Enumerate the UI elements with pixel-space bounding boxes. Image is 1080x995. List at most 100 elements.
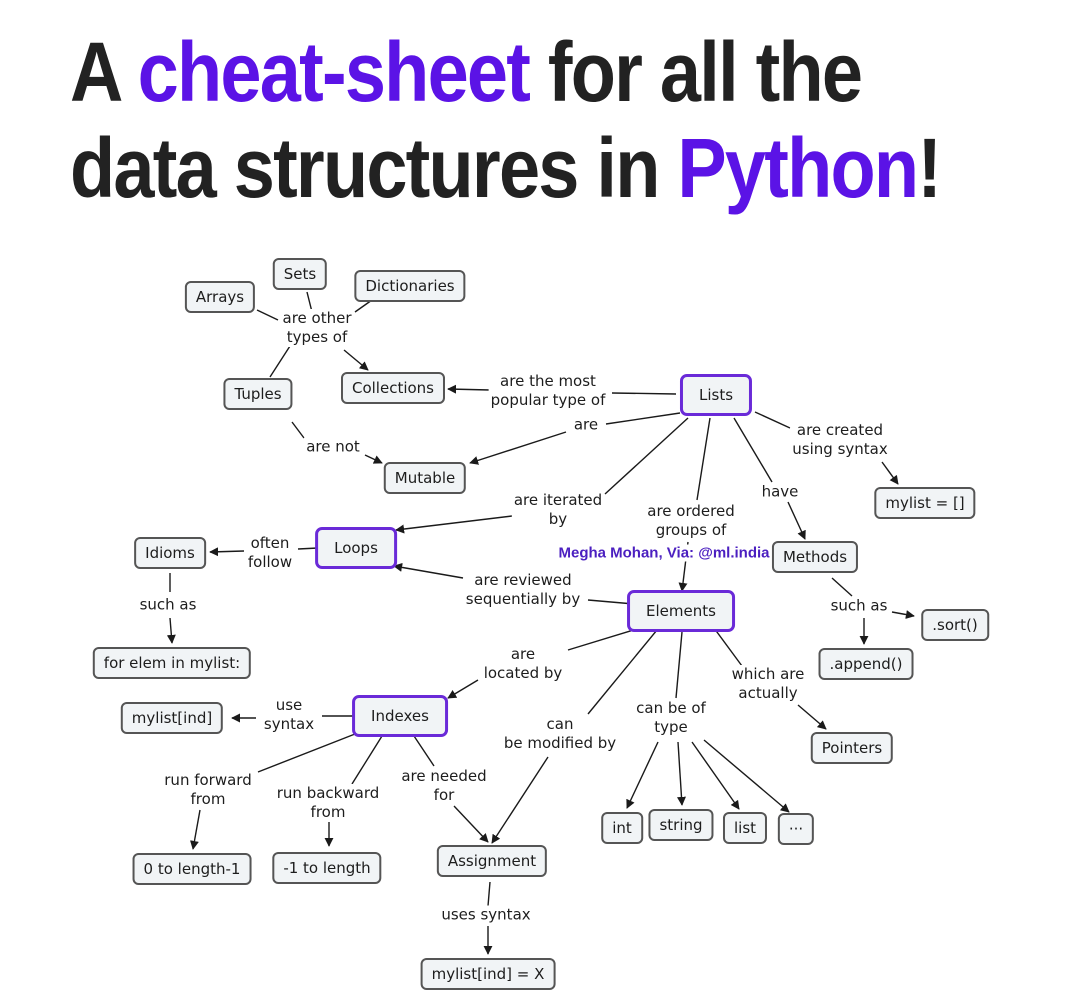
edge-label-line: are	[510, 645, 536, 663]
node-collections: Collections	[340, 372, 446, 404]
node-pointers: Pointers	[810, 732, 894, 764]
node-ellipsis: ···	[777, 813, 815, 845]
edge-label-line: located by	[483, 664, 563, 682]
node-mylist-empty: mylist = []	[874, 487, 976, 519]
edge-label-line: groups of	[655, 521, 727, 539]
connector-line	[166, 617, 176, 644]
edge-label-line: use	[275, 696, 303, 714]
connector-line	[754, 411, 791, 429]
edge-label-line: often	[250, 534, 290, 552]
connector-line	[567, 627, 641, 651]
edge-label-line: from	[310, 803, 346, 821]
node-assignment: Assignment	[436, 845, 548, 877]
edge-label-line: are reviewed	[474, 571, 572, 589]
node-sets: Sets	[272, 258, 328, 290]
connector-line	[713, 627, 743, 667]
edge-label-uses-syntax: uses syntax	[439, 905, 533, 925]
edge-label-line: such as	[139, 595, 197, 614]
edge-label-line: are not	[306, 437, 360, 456]
edge-label-line: from	[190, 790, 226, 808]
edge-label-line: types of	[286, 328, 348, 346]
node-append: .append()	[818, 648, 914, 680]
connector-line	[343, 349, 369, 371]
node-mylist-assign: mylist[ind] = X	[420, 958, 556, 990]
edge-label-line: are iterated	[513, 491, 603, 509]
connector-line	[297, 547, 319, 550]
connector-line	[306, 291, 313, 313]
edge-label-line: are ordered	[647, 502, 735, 520]
edge-label-line: syntax	[263, 715, 315, 733]
node-idioms: Idioms	[134, 537, 206, 569]
node-tuples: Tuples	[223, 378, 293, 410]
connector-line	[703, 739, 790, 813]
edge-label-line: are created	[796, 421, 884, 439]
edge-label-line: run backward	[276, 784, 380, 802]
edge-label-line: actually	[738, 684, 798, 702]
edge-label-line: which are	[731, 665, 805, 683]
connector-line	[676, 741, 686, 806]
connector-line	[675, 631, 683, 699]
connector-line	[395, 515, 513, 534]
node-sort: .sort()	[921, 609, 989, 641]
edge-label-such-as-idioms: such as	[137, 595, 199, 615]
connector-line	[393, 562, 464, 579]
connector-line	[891, 610, 915, 619]
connector-line	[881, 461, 899, 485]
node-mylist-ind: mylist[ind]	[120, 702, 224, 734]
headline-part: !	[917, 121, 942, 215]
connector-line	[691, 741, 740, 810]
connector-line	[491, 756, 549, 844]
connector-line	[447, 679, 479, 699]
node-elements: Elements	[627, 590, 735, 632]
edge-label-line: sequentially by	[465, 590, 581, 608]
connector-line	[447, 384, 491, 394]
edge-label-line: follow	[247, 553, 293, 571]
headline-line-1: A cheat-sheet for all the	[70, 22, 863, 122]
edge-label-such-as-methods: such as	[828, 596, 890, 616]
edge-label-have: have	[759, 482, 801, 502]
edge-label-line: uses syntax	[441, 905, 531, 924]
headline-part: for all the	[529, 25, 863, 119]
connector-line	[257, 733, 356, 773]
connector-line	[487, 881, 491, 907]
headline-accent-python: Python	[677, 121, 919, 215]
edge-label-line: using syntax	[792, 440, 888, 458]
author-credit: Megha Mohan, Via: @ml.india	[558, 544, 770, 562]
connector-line	[831, 577, 853, 597]
edge-label-line: can be of	[636, 699, 706, 717]
node-int: int	[601, 812, 643, 844]
edge-label-line: are	[573, 415, 599, 434]
connector-line	[256, 309, 279, 321]
connector-line	[587, 599, 635, 605]
connector-line	[190, 809, 201, 850]
connector-line	[469, 431, 567, 465]
node-neg-one-to-len: -1 to length	[272, 852, 382, 884]
connector-line	[413, 735, 435, 767]
connector-line	[269, 345, 291, 378]
node-for-elem: for elem in mylist:	[92, 647, 252, 679]
connector-line	[351, 735, 383, 785]
connector-line	[364, 454, 383, 464]
edge-label-line: run forward	[164, 771, 252, 789]
edge-label-are-not: are not	[304, 437, 362, 457]
headline-part: data structures in	[70, 121, 678, 215]
edge-label-line: can	[546, 715, 574, 733]
edge-label-line: such as	[830, 596, 888, 615]
connector-line	[611, 392, 677, 395]
connector-line	[587, 629, 658, 715]
node-loops: Loops	[315, 527, 397, 569]
connector-line	[605, 412, 681, 425]
edge-label-line: are other	[282, 309, 352, 327]
connector-line	[696, 417, 711, 501]
edge-label-line: by	[548, 510, 568, 528]
